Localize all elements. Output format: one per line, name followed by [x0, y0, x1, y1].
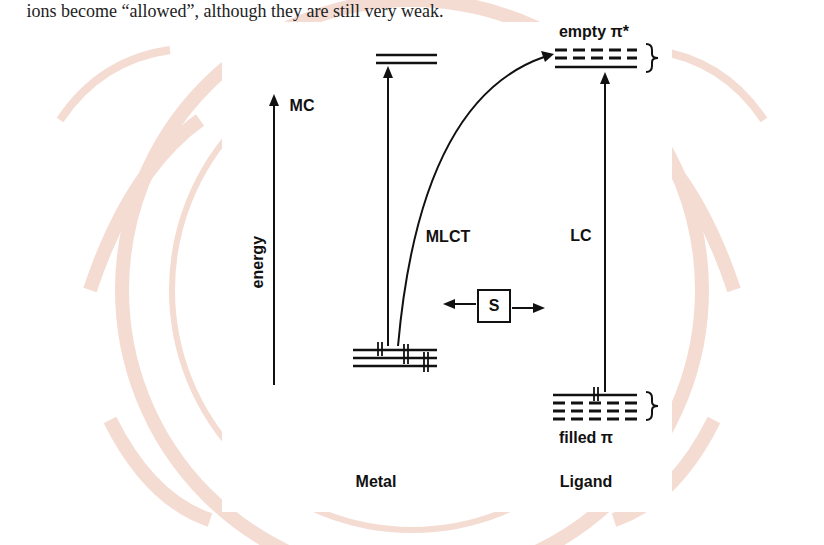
electron-pairs [378, 342, 428, 372]
s-arrow [453, 303, 476, 305]
watermark [60, 0, 764, 545]
energy-level [553, 418, 637, 421]
column-label: Metal [356, 473, 397, 491]
page-text: ions become “allowed”, although they are… [27, 1, 444, 22]
energy-level [376, 54, 437, 57]
arrow-head [541, 51, 554, 62]
s-box: S [477, 289, 511, 323]
level-label: filled π [559, 429, 613, 447]
box-label: S [489, 297, 500, 315]
energy-level [553, 402, 637, 405]
electron [427, 352, 429, 372]
energy-level [376, 62, 437, 65]
column-label: Ligand [560, 473, 612, 491]
arrow-head [443, 299, 455, 309]
energy-level [553, 394, 637, 397]
diagram-panel [222, 22, 672, 512]
energy-level [555, 57, 637, 60]
arrow-head [600, 72, 610, 84]
energy-level [555, 66, 637, 69]
energy-axis [273, 104, 275, 385]
electron [377, 342, 379, 356]
arrow-head [533, 303, 545, 313]
electron [423, 352, 425, 372]
electron [597, 387, 599, 401]
mc-arrow [387, 76, 389, 346]
electron-pairs [594, 387, 598, 401]
axis-label: energy [249, 236, 267, 288]
brace [646, 392, 658, 420]
transition-label: LC [568, 227, 593, 245]
energy-level [353, 349, 437, 352]
mlct-arrow [398, 57, 544, 346]
electron [403, 344, 405, 364]
electron [381, 342, 383, 356]
transition-label: MLCT [424, 228, 472, 246]
energy-level [555, 49, 637, 52]
arrow-head [269, 94, 279, 106]
watermark-ring [122, 0, 702, 545]
brace [646, 44, 658, 72]
electron [407, 344, 409, 364]
energy-level [553, 410, 637, 413]
s-arrow [512, 307, 535, 309]
transition-label: MC [290, 97, 315, 115]
electron [593, 387, 595, 401]
arrow-head [383, 66, 393, 78]
lc-arrow [604, 82, 606, 392]
level-label: empty π* [559, 23, 629, 41]
